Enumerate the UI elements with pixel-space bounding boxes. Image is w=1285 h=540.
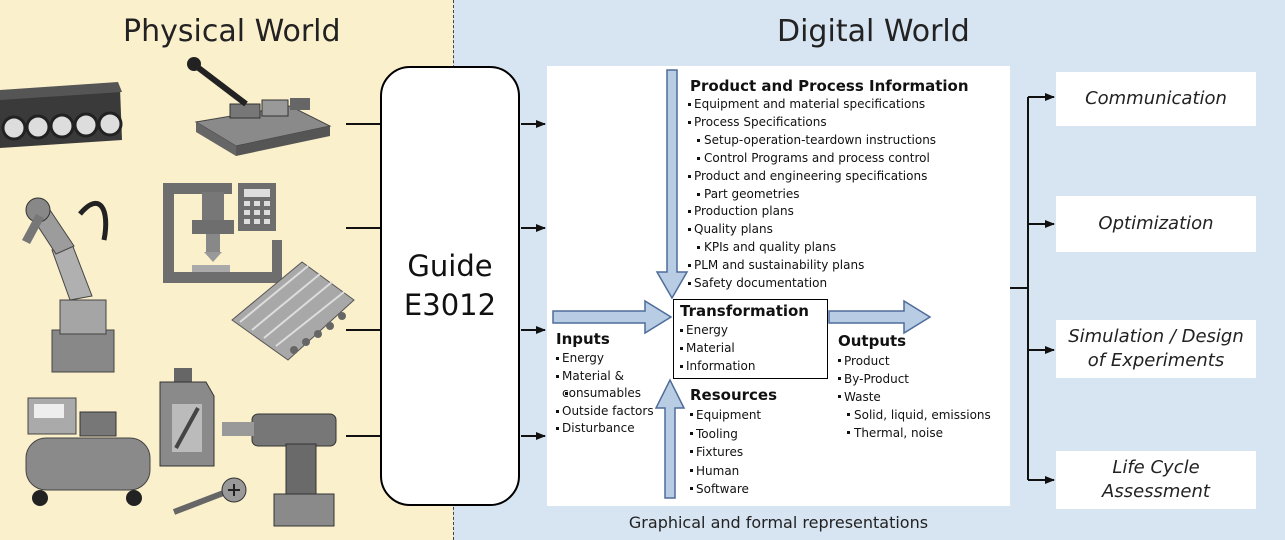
guide-e3012-box: Guide E3012: [380, 66, 520, 506]
ppi-subitem: Control Programs and process control: [688, 150, 936, 168]
conveyor-belt-icon: [0, 82, 123, 148]
simulation-label-line1: Simulation / Design: [1068, 326, 1244, 347]
outputs-heading: Outputs: [838, 332, 907, 350]
ppi-item: Equipment and material specifications: [688, 96, 936, 114]
inputs-item: Outside factors: [556, 403, 654, 421]
robot-arm-icon: [22, 197, 115, 373]
resources-item: Tooling: [690, 425, 761, 444]
representations-caption: Graphical and formal representations: [628, 513, 929, 532]
physical-world-title: Physical World: [123, 14, 341, 49]
resources-item: Fixtures: [690, 443, 761, 462]
life-cycle-assessment-box: Life Cycle Assessment: [1056, 451, 1256, 509]
ppi-heading: Product and Process Information: [690, 77, 969, 95]
ppi-list: Equipment and material specifications Pr…: [688, 96, 936, 293]
transformation-box: [673, 299, 828, 379]
resources-item: Software: [690, 480, 761, 499]
toggle-clamp-fixture-icon: [187, 57, 332, 156]
inputs-item: Material &: [556, 368, 654, 386]
inputs-item-continued: consumables: [556, 385, 654, 403]
inputs-heading: Inputs: [556, 330, 610, 348]
resources-item: Human: [690, 462, 761, 481]
simulation-label-line2: of Experiments: [1087, 350, 1225, 371]
resources-item: Equipment: [690, 406, 761, 425]
outputs-list: Product By-Product Waste Solid, liquid, …: [838, 352, 991, 442]
transformation-heading: Transformation: [680, 302, 809, 320]
air-compressor-icon: [25, 397, 151, 506]
digital-world-title: Digital World: [777, 14, 970, 49]
ppi-subitem: Part geometries: [688, 186, 936, 204]
screw-icon: [172, 477, 247, 515]
information-panel: [547, 66, 1010, 506]
ppi-item: Process Specifications: [688, 114, 936, 132]
block-arrows: [552, 69, 932, 499]
guide-label-line1: Guide: [407, 249, 493, 283]
ppi-subitem: KPIs and quality plans: [688, 239, 936, 257]
outputs-item: By-Product: [838, 370, 991, 388]
ppi-item: Safety documentation: [688, 275, 936, 293]
outputs-subitem: Thermal, noise: [838, 424, 991, 442]
lca-label-line1: Life Cycle: [1112, 457, 1200, 478]
cnc-machine-icon: [163, 183, 282, 283]
oil-canister-icon: [159, 368, 215, 467]
lca-label-line2: Assessment: [1102, 481, 1210, 502]
resources-list: Equipment Tooling Fixtures Human Softwar…: [690, 406, 761, 499]
simulation-doe-box: Simulation / Design of Experiments: [1056, 320, 1256, 378]
outputs-item: Waste: [838, 388, 991, 406]
transformation-list: Energy Material Information: [680, 322, 755, 376]
application-connectors: [1010, 93, 1055, 484]
communication-label: Communication: [1085, 88, 1227, 109]
ppi-item: PLM and sustainability plans: [688, 257, 936, 275]
optimization-box: Optimization: [1056, 196, 1256, 252]
inputs-item: Energy: [556, 350, 654, 368]
outputs-subitem: Solid, liquid, emissions: [838, 406, 991, 424]
optimization-label: Optimization: [1098, 213, 1214, 234]
ppi-item: Production plans: [688, 203, 936, 221]
inputs-item: Disturbance: [556, 420, 654, 438]
transformation-item: Energy: [680, 322, 755, 340]
guide-to-digital-arrows: [521, 120, 546, 440]
communication-box: Communication: [1056, 72, 1256, 126]
ppi-item: Quality plans: [688, 221, 936, 239]
transformation-item: Information: [680, 358, 755, 376]
resources-heading: Resources: [690, 386, 778, 404]
physical-to-guide-connectors: [346, 123, 380, 437]
outputs-item: Product: [838, 352, 991, 370]
metal-bars-icon: [231, 261, 355, 361]
inputs-list: Energy Material & consumables Outside fa…: [556, 350, 654, 438]
ppi-subitem: Setup-operation-teardown instructions: [688, 132, 936, 150]
guide-label-line2: E3012: [403, 288, 497, 322]
transformation-item: Material: [680, 340, 755, 358]
cordless-drill-icon: [222, 413, 337, 527]
ppi-item: Product and engineering specifications: [688, 168, 936, 186]
